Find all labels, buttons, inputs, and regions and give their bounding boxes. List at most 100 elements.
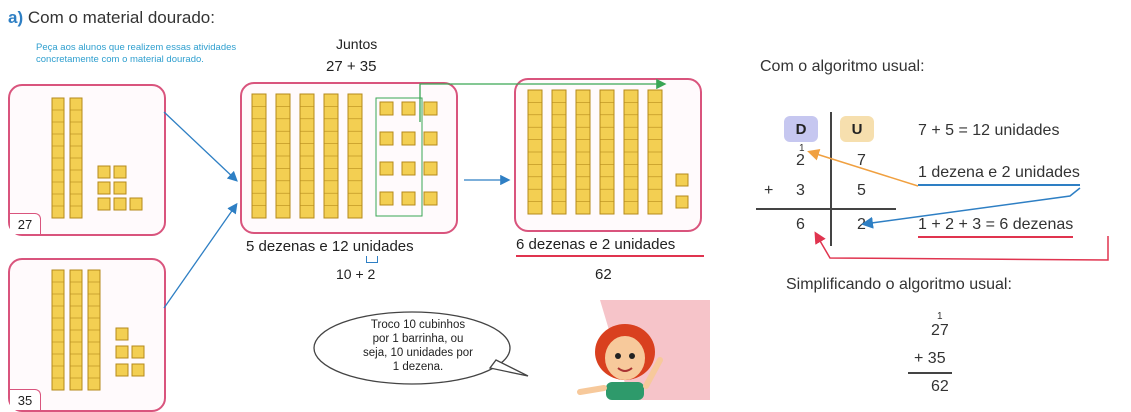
unit-cube (401, 101, 416, 116)
simplified-line2: + 35 (914, 350, 946, 367)
unit-cube (113, 197, 127, 211)
unit-cube (423, 161, 438, 176)
ten-rod (647, 89, 663, 215)
arrow-carry (807, 148, 919, 187)
speech-line1: Troco 10 cubinhos (370, 319, 466, 331)
ten-rod (251, 93, 267, 219)
unit-cube (401, 161, 416, 176)
carry-digit: 1 (799, 143, 805, 154)
ten-rod (347, 93, 363, 219)
unit-cube (97, 197, 111, 211)
ten-rod (551, 89, 567, 215)
ten-rod (599, 89, 615, 215)
arrow-tens-result (814, 231, 1109, 261)
teacher-note: Peça aos alunos que realizem essas ativi… (36, 42, 236, 66)
note-units-sum: 7 + 5 = 12 unidades (918, 122, 1060, 139)
unit-cube (115, 363, 129, 377)
digit-d-result: 6 (796, 216, 805, 233)
unit-cube (97, 165, 111, 179)
ten-rod (623, 89, 639, 215)
unit-cube (379, 191, 394, 206)
unit-cube (423, 131, 438, 146)
teacher-note-line1: Peça aos alunos que realizem essas ativi… (36, 42, 237, 53)
combined-sub: 10 + 2 (336, 266, 376, 282)
unit-cube (115, 327, 129, 341)
blocks-35 (51, 269, 145, 391)
section-title: Com o material dourado: (27, 8, 215, 27)
combined-caption-num: 12 (331, 238, 349, 255)
sum-line (756, 208, 896, 210)
section-heading: a) Com o material dourado: (8, 8, 215, 28)
ten-units-group (375, 97, 423, 217)
unit-cube (97, 181, 111, 195)
ten-rod (87, 269, 101, 391)
unit-cube (675, 195, 689, 209)
result-caption: 6 dezenas e 2 unidades (516, 236, 704, 257)
speech-line2: por 1 barrinha, ou (372, 333, 464, 345)
note-regroup: 1 dezena e 2 unidades (918, 164, 1080, 186)
section-letter: a) (8, 8, 24, 27)
ten-rod (323, 93, 339, 219)
result-number: 62 (595, 266, 612, 283)
ten-rod (69, 269, 83, 391)
arrow-35-to-combined (163, 202, 238, 309)
combined-caption: 5 dezenas e 12 unidades (246, 238, 414, 255)
plus-sign: + (764, 182, 774, 199)
combined-caption-post: unidades (348, 238, 414, 255)
speech-bubble (313, 311, 529, 385)
arrow-27-to-combined (163, 111, 238, 182)
algorithm-arrows (807, 148, 1109, 261)
unit-cube (129, 197, 143, 211)
unit-cube (423, 191, 438, 206)
digit-u2: 5 (857, 182, 866, 199)
teacher-note-line2: concretamente com o material dourado. (36, 54, 204, 65)
unit-cube (113, 181, 127, 195)
unit-cube (675, 173, 689, 187)
speech-line4: 1 dezena. (392, 361, 444, 373)
column-u-header: U (840, 116, 874, 142)
algorithm-title: Com o algoritmo usual: (760, 58, 925, 75)
ten-rod (527, 89, 543, 215)
unit-cube (401, 191, 416, 206)
combined-caption-pre: 5 dezenas e (246, 238, 332, 255)
result-box (514, 78, 702, 232)
unit-cube (115, 345, 129, 359)
unit-cube (113, 165, 127, 179)
unit-cube (379, 131, 394, 146)
simplified-sum-line (908, 372, 952, 374)
blocks-27 (51, 97, 143, 219)
juntos-label: Juntos (336, 36, 378, 52)
unit-cube (379, 101, 394, 116)
digit-d2: 3 (796, 182, 805, 199)
twelve-bracket (366, 256, 378, 263)
unit-cube (423, 101, 438, 116)
digit-d1: 2 (796, 152, 805, 169)
speech-line3: seja, 10 unidades por (363, 347, 473, 359)
speech-text: Troco 10 cubinhos por 1 barrinha, ou sej… (318, 318, 518, 374)
unit-cube (401, 131, 416, 146)
combined-box (240, 82, 458, 234)
column-d-header: D (784, 116, 818, 142)
unit-cube (379, 161, 394, 176)
girl-illustration (577, 300, 710, 400)
column-divider (830, 112, 832, 246)
simplified-carry: 1 (937, 311, 943, 322)
digit-u1: 7 (857, 152, 866, 169)
simplified-result: 62 (931, 378, 949, 395)
ten-rod (69, 97, 83, 219)
ten-rod (51, 269, 65, 391)
ten-rod (51, 97, 65, 219)
ten-rod (299, 93, 315, 219)
juntos-expression: 27 + 35 (326, 58, 377, 75)
box-27-label: 27 (10, 213, 41, 234)
arrow-units-result (861, 187, 1081, 229)
arrow-exchange (419, 78, 667, 122)
arrows-left (163, 78, 667, 309)
ten-rod (575, 89, 591, 215)
simplified-line1: 27 (931, 322, 949, 339)
note-tens-sum: 1 + 2 + 3 = 6 dezenas (918, 216, 1074, 238)
simplified-title: Simplificando o algoritmo usual: (786, 276, 1012, 293)
box-27: 27 (8, 84, 166, 236)
unit-cube (131, 363, 145, 377)
blocks-result (527, 89, 689, 215)
